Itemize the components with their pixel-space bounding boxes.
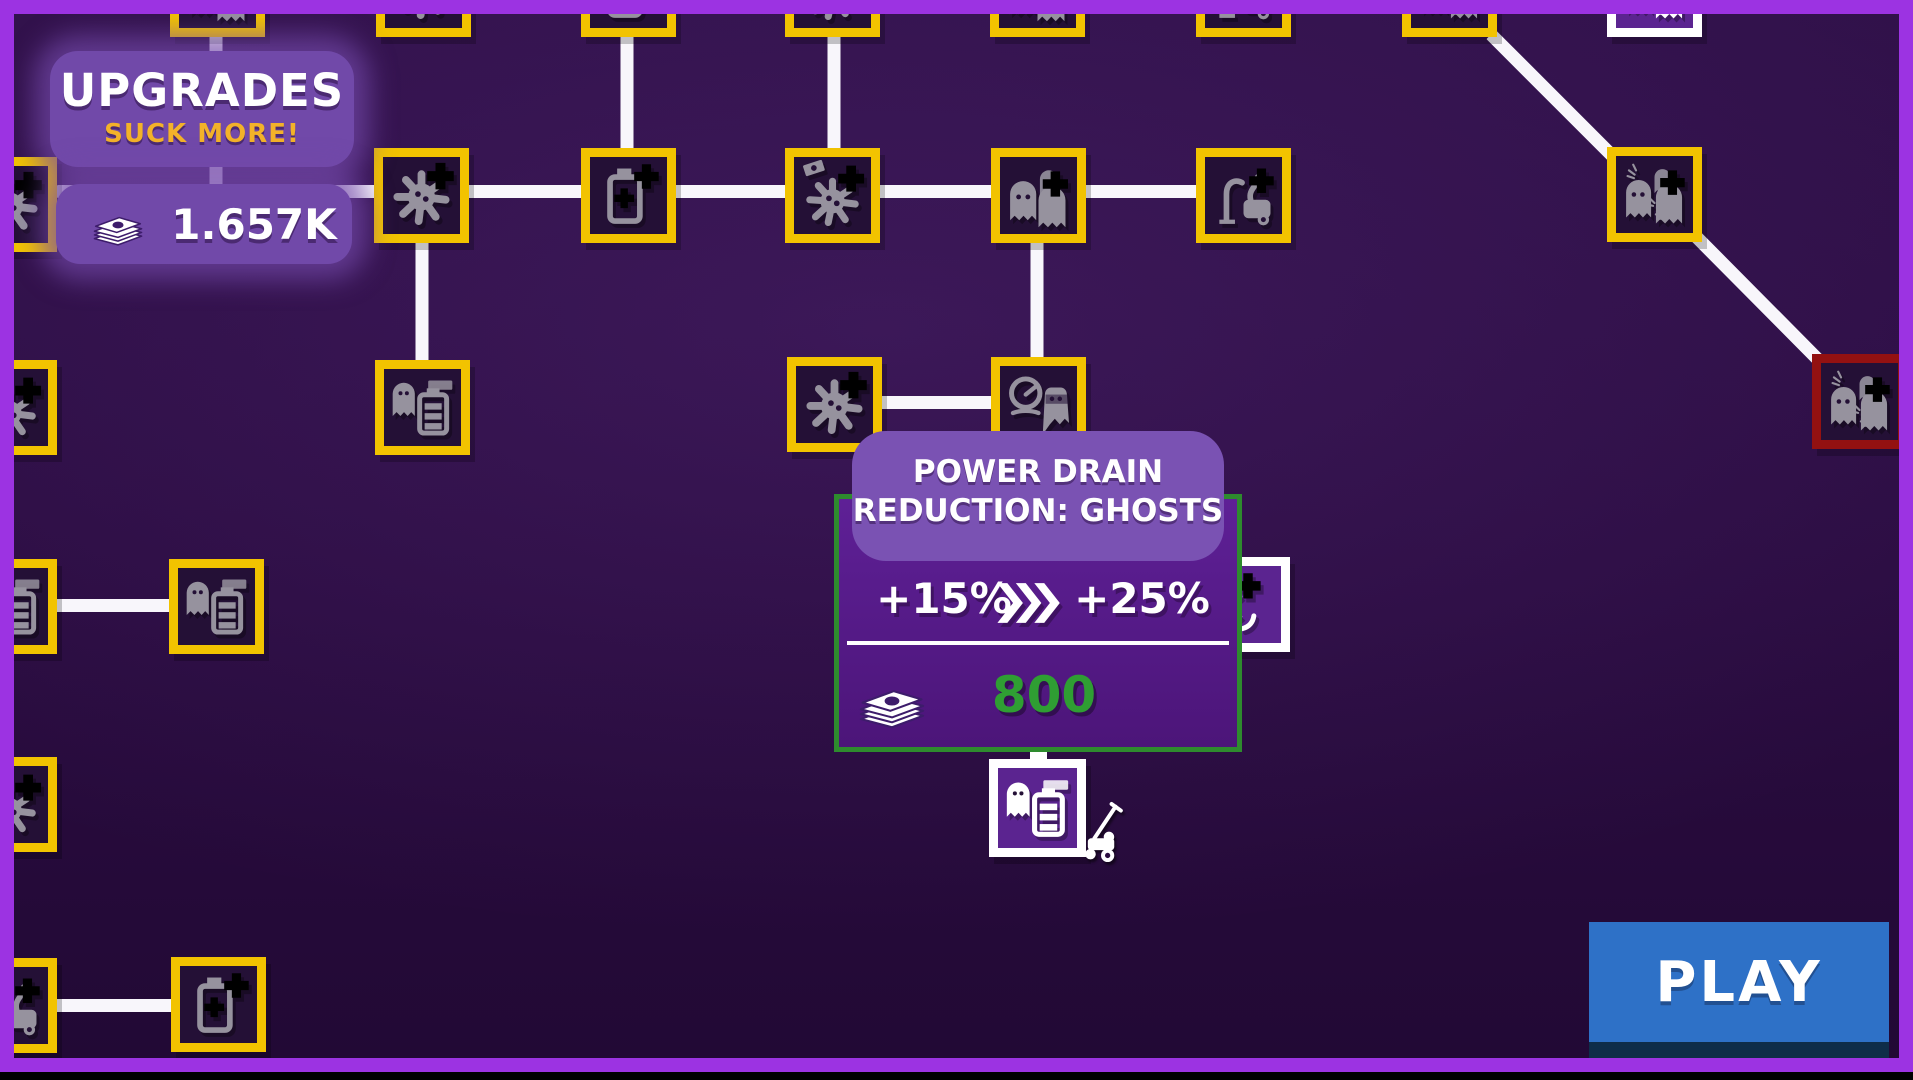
upgrade-node-money-splat-plus[interactable] [0, 757, 57, 852]
upgrade-node-ghosts-sparkle-plus[interactable] [1402, 0, 1497, 37]
current-value: +15% [876, 574, 1012, 623]
money-display: 1.657K [56, 184, 352, 264]
upgrade-node-splat-plus[interactable] [787, 357, 882, 452]
next-value: +25% [1074, 574, 1210, 623]
tree-connector [54, 998, 176, 1012]
upgrade-node-money-splat-plus[interactable] [785, 0, 880, 37]
upgrade-node-battery-plus[interactable] [171, 957, 266, 1052]
splat-plus-icon [388, 0, 459, 25]
page-subtitle: SUCK MORE! [104, 119, 300, 149]
ghosts-sparkle-plus-icon [1414, 0, 1485, 25]
money-splat-plus-icon [0, 372, 45, 443]
upgrade-node-ghosts-sparkle-plus[interactable] [1607, 0, 1702, 37]
battery-plus-icon [593, 160, 664, 231]
cost-cash-icon [849, 660, 935, 742]
tooltip-divider [847, 641, 1229, 645]
upgrade-node-battery-plus[interactable] [581, 0, 676, 37]
upgrade-node-splat-plus[interactable] [374, 148, 469, 243]
battery-plus-icon [593, 0, 664, 25]
money-splat-plus-icon [797, 160, 868, 231]
money-amount: 1.657K [171, 200, 337, 249]
ghost-battery-icon [181, 571, 252, 642]
cash-icon [72, 194, 164, 256]
upgrade-node-ghosts-plus[interactable] [990, 0, 1085, 37]
ghost-battery-icon [1001, 771, 1074, 845]
upgrade-node-battery-plus[interactable] [581, 148, 676, 243]
upgrade-node-ghosts-plus[interactable] [991, 148, 1086, 243]
upgrade-node-money-splat-plus[interactable] [0, 360, 57, 455]
upgrade-node-ghost-battery[interactable] [375, 360, 470, 455]
money-splat-plus-icon [797, 0, 868, 25]
upgrade-node-vacuum-plus[interactable] [1196, 0, 1291, 37]
upgrade-node-ghost-battery[interactable] [0, 559, 57, 654]
upgrades-title-panel: UPGRADES SUCK MORE! [50, 51, 354, 167]
vacuum-plus-icon [0, 970, 45, 1041]
vacuum-plus-icon [1208, 0, 1279, 25]
battery-plus-icon [183, 969, 254, 1040]
ghosts-sparkle-plus-icon [1824, 366, 1895, 437]
ghost-battery-icon [0, 571, 45, 642]
money-splat-plus-icon [0, 769, 45, 840]
upgrade-node-ghosts-plus[interactable] [170, 0, 265, 37]
tree-connector [415, 236, 429, 366]
upgrade-tooltip-title: POWER DRAIN REDUCTION: GHOSTS [852, 431, 1224, 561]
upgrade-node-vacuum-plus[interactable] [0, 958, 57, 1053]
tooltip-title-line1: POWER DRAIN [912, 454, 1164, 490]
ghosts-plus-icon [182, 0, 253, 25]
tree-connector [872, 395, 996, 409]
splat-plus-icon [386, 160, 457, 231]
tree-connector [1486, 29, 1620, 163]
tree-connector [1691, 231, 1824, 365]
upgrade-node-splat-plus[interactable] [376, 0, 471, 37]
upgrade-node-ghost-battery[interactable] [989, 744, 1086, 857]
ghosts-plus-icon [1002, 0, 1073, 25]
play-button[interactable]: PLAY [1589, 922, 1889, 1058]
upgrade-cost: 800 [991, 666, 1097, 724]
lawnmower-cursor-icon [1072, 800, 1138, 866]
splat-plus-icon [799, 369, 870, 440]
page-title: UPGRADES [59, 64, 345, 117]
upgrade-node-splat-plus[interactable] [0, 157, 57, 252]
upgrade-node-ghost-battery[interactable] [169, 559, 264, 654]
ghosts-sparkle-plus-icon [1619, 0, 1690, 25]
tree-connector [54, 598, 174, 612]
gauge-ghost-icon [1003, 369, 1074, 440]
upgrade-node-ghosts-sparkle-plus[interactable] [1812, 354, 1899, 449]
tree-connector [1030, 236, 1044, 364]
ghost-battery-icon [387, 372, 458, 443]
upgrade-node-vacuum-plus[interactable] [1196, 148, 1291, 243]
upgrade-node-money-splat-plus[interactable] [785, 148, 880, 243]
ghosts-sparkle-plus-icon [1619, 159, 1690, 230]
tree-connector [827, 32, 841, 154]
vacuum-plus-icon [1208, 160, 1279, 231]
upgrade-node-ghosts-sparkle-plus[interactable] [1607, 147, 1702, 242]
ghosts-plus-icon [1003, 160, 1074, 231]
tooltip-title-line2: REDUCTION: GHOSTS [852, 493, 1224, 529]
tree-connector [620, 32, 634, 154]
splat-plus-icon [0, 169, 45, 240]
